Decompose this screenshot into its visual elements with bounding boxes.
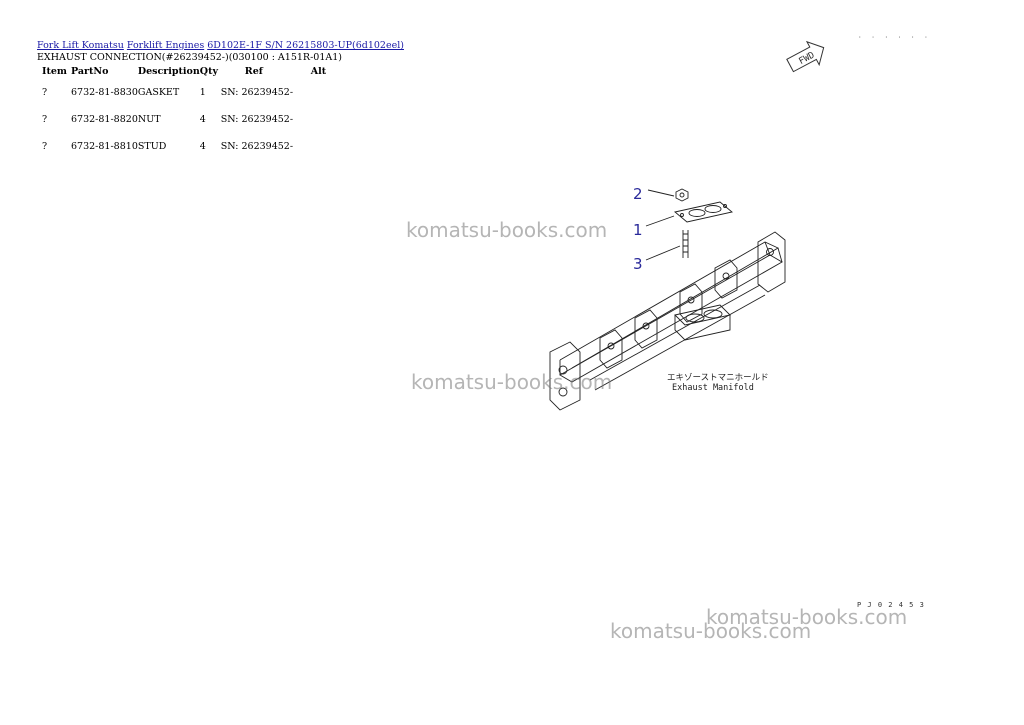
- cell-ref: SN: 26239452-: [220, 141, 294, 152]
- header-partno: PartNo: [71, 66, 109, 77]
- header-description: Description: [137, 66, 200, 77]
- breadcrumb-link-fork-lift-komatsu[interactable]: Fork Lift Komatsu: [37, 40, 124, 51]
- cell-ref: SN: 26239452-: [220, 87, 294, 98]
- fwd-arrow-icon: FWD: [786, 40, 825, 73]
- cell-item: ?: [42, 114, 48, 125]
- callout-3: 3: [633, 255, 643, 273]
- cell-item: ?: [42, 87, 48, 98]
- corner-dots: · · · · · ·: [858, 34, 931, 41]
- cell-item: ?: [42, 141, 48, 152]
- exhaust-manifold-diagram: 2 1 3 エキゾーストマニホールド Exhaust Manifold: [549, 185, 786, 411]
- label-japanese: エキゾーストマニホールド: [667, 373, 769, 383]
- cell-qty: 4: [199, 114, 206, 125]
- table-row: ? 6732-81-8830 GASKET 1 SN: 26239452-: [38, 85, 341, 112]
- cell-alt: [311, 85, 341, 112]
- cell-qty: 4: [199, 141, 206, 152]
- breadcrumb-link-forklift-engines[interactable]: Forklift Engines: [126, 40, 205, 51]
- table-row: ? 6732-81-8820 NUT 4 SN: 26239452-: [38, 112, 341, 139]
- label-exhaust-manifold: Exhaust Manifold: [672, 383, 754, 393]
- callout-1: 1: [633, 221, 643, 239]
- table-header-row: Item PartNo Description Qty Ref Alt: [38, 64, 341, 85]
- cell-partno: 6732-81-8820: [71, 114, 138, 125]
- drawing-code: P J 0 2 4 5 3: [857, 601, 925, 609]
- watermark: komatsu-books.com: [406, 218, 608, 242]
- parts-table: Item PartNo Description Qty Ref Alt ? 67…: [38, 64, 341, 166]
- cell-qty: 1: [199, 87, 206, 98]
- header-alt: Alt: [310, 66, 327, 77]
- breadcrumb-link-model[interactable]: 6D102E-1F S/N 26215803-UP(6d102eel): [207, 40, 404, 51]
- callout-2: 2: [633, 185, 643, 203]
- cell-alt: [311, 139, 341, 166]
- table-row: ? 6732-81-8810 STUD 4 SN: 26239452-: [38, 139, 341, 166]
- cell-description: GASKET: [137, 87, 180, 98]
- breadcrumb: Fork Lift Komatsu Forklift Engines 6D102…: [37, 40, 404, 51]
- watermark: komatsu-books.com: [610, 619, 812, 643]
- cell-partno: 6732-81-8830: [71, 87, 138, 98]
- header-item: Item: [42, 66, 67, 77]
- cell-ref: SN: 26239452-: [220, 114, 294, 125]
- header-ref: Ref: [244, 66, 263, 77]
- cell-alt: [311, 112, 341, 139]
- page-title: EXHAUST CONNECTION(#26239452-)(030100 : …: [37, 52, 342, 63]
- watermark: komatsu-books.com: [706, 605, 908, 629]
- watermark: komatsu-books.com: [411, 370, 613, 394]
- cell-description: NUT: [137, 114, 161, 125]
- cell-partno: 6732-81-8810: [71, 141, 138, 152]
- header-qty: Qty: [199, 66, 218, 77]
- cell-description: STUD: [137, 141, 167, 152]
